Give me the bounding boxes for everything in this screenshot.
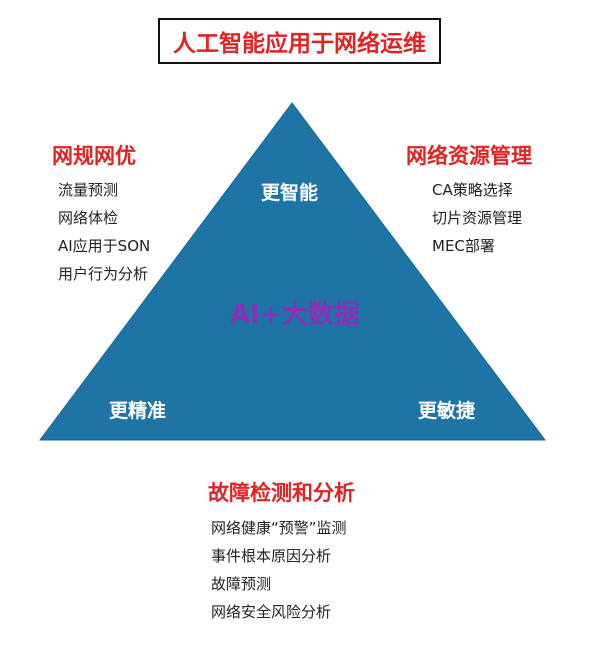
list-item: 流量预测 xyxy=(58,181,119,199)
list-item: 用户行为分析 xyxy=(58,265,149,283)
list-item: 事件根本原因分析 xyxy=(211,547,332,565)
left-section-title: 网规网优 xyxy=(52,144,136,168)
main-triangle xyxy=(39,102,547,441)
triangle-center-label: AI+大数据 xyxy=(230,300,360,330)
bottom-section-list: 网络健康“预警”监测 事件根本原因分析 故障预测 网络安全风险分析 xyxy=(211,514,347,626)
diagram-title-text: 人工智能应用于网络运维 xyxy=(173,31,426,57)
list-item: 网络健康“预警”监测 xyxy=(211,519,347,537)
list-item: MEC部署 xyxy=(432,237,495,255)
list-item: 故障预测 xyxy=(211,575,272,593)
triangle-top-label: 更智能 xyxy=(261,182,319,204)
right-section-title: 网络资源管理 xyxy=(406,144,532,168)
list-item: 网络安全风险分析 xyxy=(211,603,332,621)
triangle-bottom-left-label: 更精准 xyxy=(109,400,167,422)
list-item: 网络体检 xyxy=(58,209,119,227)
bottom-section-title: 故障检测和分析 xyxy=(208,481,355,505)
left-section-list: 流量预测 网络体检 AI应用于SON 用户行为分析 xyxy=(58,176,150,288)
list-item: CA策略选择 xyxy=(432,181,513,199)
triangle-bottom-right-label: 更敏捷 xyxy=(418,400,476,422)
list-item: AI应用于SON xyxy=(58,237,151,255)
diagram-title: 人工智能应用于网络运维 xyxy=(158,18,441,64)
right-section-list: CA策略选择 切片资源管理 MEC部署 xyxy=(432,176,522,260)
list-item: 切片资源管理 xyxy=(432,209,523,227)
